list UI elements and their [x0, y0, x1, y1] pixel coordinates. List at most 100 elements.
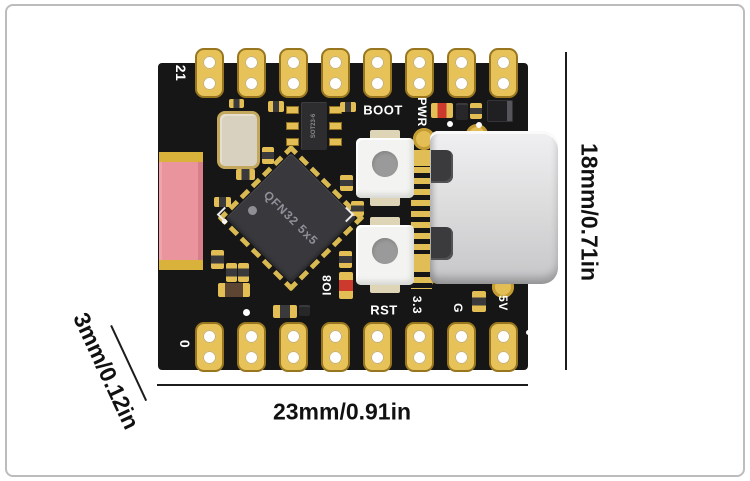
- passive-component: [339, 251, 352, 268]
- silkscreen-pwr-label: PWR: [415, 97, 429, 127]
- pin-hole: [287, 77, 300, 90]
- height-dimension-line: [565, 52, 567, 370]
- pin-hole: [413, 56, 426, 69]
- antenna-component: [159, 152, 203, 270]
- castellated-pin: [321, 322, 350, 372]
- passive-component: [229, 99, 244, 108]
- pin-hole: [287, 56, 300, 69]
- pin-hole: [245, 77, 258, 90]
- figure-frame: [5, 4, 745, 477]
- pin-hole: [329, 56, 342, 69]
- pin-hole: [497, 351, 510, 364]
- passive-component: [340, 175, 353, 191]
- boot-button: [356, 130, 414, 206]
- passive-component: [226, 263, 237, 282]
- small-ic: [299, 305, 310, 316]
- pin-hole: [203, 56, 216, 69]
- capacitor: [218, 283, 250, 297]
- regulator-pad: [329, 138, 342, 146]
- via-dot: [243, 309, 250, 316]
- pin-hole: [203, 77, 216, 90]
- castellated-pin: [405, 48, 434, 98]
- pin-hole: [455, 351, 468, 364]
- pin-hole: [245, 56, 258, 69]
- pin-hole: [455, 77, 468, 90]
- usb-pin-pad: [411, 254, 432, 270]
- button-cap: [372, 151, 398, 177]
- regulator-pad: [286, 122, 299, 130]
- pin-hole: [371, 77, 384, 90]
- reset-button: [356, 217, 414, 293]
- usb-pin-pads: [411, 167, 432, 289]
- button-pad: [370, 217, 400, 227]
- diode: [487, 100, 513, 122]
- pin-hole: [329, 351, 342, 364]
- pin-hole: [287, 330, 300, 343]
- silkscreen-pin21-label: 21: [173, 64, 189, 82]
- antenna-bottom-cap: [159, 260, 203, 270]
- castellated-pin: [489, 322, 518, 372]
- castellated-pin: [237, 48, 266, 98]
- usb-shield-pad: [413, 128, 435, 150]
- pin-hole: [497, 77, 510, 90]
- pin-hole: [371, 330, 384, 343]
- castellated-pin: [237, 322, 266, 372]
- pin-hole: [455, 56, 468, 69]
- regulator-pad: [286, 138, 299, 146]
- pin-hole: [203, 351, 216, 364]
- castellated-pin: [195, 322, 224, 372]
- passive-component: [470, 103, 482, 119]
- regulator-marking: SOT23-6: [311, 113, 317, 139]
- silkscreen-3v3-label: 3.3: [410, 295, 424, 315]
- usb-pin-pad: [411, 150, 432, 166]
- passive-component: [238, 263, 249, 282]
- pin-hole: [413, 330, 426, 343]
- voltage-regulator-chip: SOT23-6: [286, 102, 342, 150]
- silkscreen-5v-label: 5V: [496, 295, 510, 311]
- height-dimension-label: 18mm/0.71in: [576, 142, 603, 282]
- passive-component: [273, 305, 297, 318]
- button-pad: [370, 283, 400, 293]
- passive-component: [211, 250, 224, 269]
- crystal-oscillator: [217, 111, 260, 169]
- passive-component: [262, 147, 274, 164]
- passive-component: [340, 102, 356, 112]
- castellated-pin: [447, 322, 476, 372]
- pin-hole: [245, 330, 258, 343]
- regulator-pad: [286, 106, 299, 114]
- passive-component: [236, 169, 255, 180]
- pin-hole: [371, 351, 384, 364]
- regulator-body: SOT23-6: [301, 102, 327, 150]
- mcu-pin1-dot: [248, 206, 257, 215]
- pin-hole: [287, 351, 300, 364]
- castellated-pin: [447, 48, 476, 98]
- pin-hole: [413, 77, 426, 90]
- castellated-pin: [195, 48, 224, 98]
- small-ic: [456, 103, 468, 120]
- passive-component: [472, 291, 486, 312]
- passive-component: [214, 197, 231, 207]
- silkscreen-pin0-label: 0: [177, 339, 193, 349]
- via-dot: [476, 122, 482, 128]
- castellated-pin: [321, 48, 350, 98]
- silkscreen-rst-label: RST: [370, 302, 398, 318]
- antenna-top-cap: [159, 152, 203, 162]
- castellated-pin: [489, 48, 518, 98]
- power-led: [431, 103, 453, 118]
- castellated-pin: [279, 48, 308, 98]
- pin-hole: [371, 56, 384, 69]
- castellated-pin: [363, 322, 392, 372]
- silkscreen-boot-label: BOOT: [363, 102, 403, 118]
- silkscreen-io8-label: IO8: [320, 274, 334, 296]
- pin-hole: [245, 351, 258, 364]
- via-dot: [222, 219, 227, 224]
- castellated-pin: [405, 322, 434, 372]
- width-dimension-label: 23mm/0.91in: [272, 398, 412, 425]
- passive-component: [268, 101, 284, 112]
- pin-hole: [413, 351, 426, 364]
- button-pad: [370, 196, 400, 206]
- button-cap: [372, 238, 398, 264]
- pin-hole: [455, 330, 468, 343]
- mcu-marking: QFN32 5x5: [260, 187, 322, 249]
